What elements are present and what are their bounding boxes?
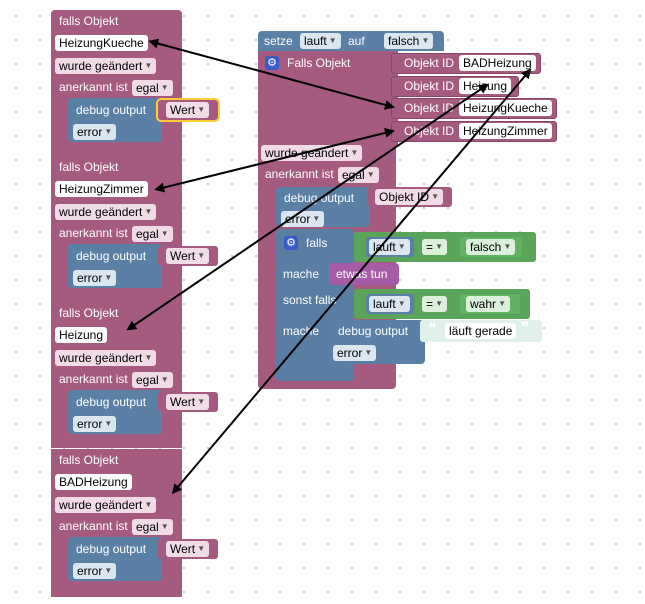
trigger-dropdown[interactable]: wurde geändert▼ — [55, 58, 157, 74]
event-header: falls Objekt — [59, 306, 119, 320]
ack-dropdown[interactable]: egal▼ — [132, 372, 173, 388]
quote-close-icon: ❞ — [521, 320, 530, 337]
object-field[interactable]: BADHeizung — [55, 474, 132, 490]
gear-icon[interactable]: ⚙ — [265, 56, 279, 70]
trigger-dropdown[interactable]: wurde geändert▼ — [55, 497, 157, 513]
level-dropdown[interactable]: error▼ — [73, 416, 117, 432]
value-dropdown[interactable]: Wert▼ — [166, 102, 210, 118]
objekt-id-label: Objekt ID — [404, 101, 455, 115]
gear-icon[interactable]: ⚙ — [284, 236, 298, 250]
do2-label: mache — [283, 324, 320, 338]
level-dropdown[interactable]: error▼ — [73, 563, 117, 579]
ack-dropdown[interactable]: egal▼ — [338, 167, 379, 183]
text-field[interactable]: läuft gerade — [445, 323, 517, 339]
value-dropdown[interactable]: Wert▼ — [166, 394, 210, 410]
set-label: setze — [264, 34, 293, 48]
falls-objekt-label: Falls Objekt — [287, 56, 351, 70]
ack-label: anerkannt ist — [265, 167, 334, 181]
debug-output-label: debug output — [76, 395, 147, 409]
level-2-dropdown[interactable]: error▼ — [333, 345, 377, 361]
set-variable-dropdown[interactable]: lauft▼ — [300, 33, 341, 49]
objekt-id-field[interactable]: BADHeizung — [459, 55, 536, 71]
objekt-id-label: Objekt ID — [404, 124, 455, 138]
object-field[interactable]: Heizung — [55, 327, 108, 343]
object-field[interactable]: HeizungZimmer — [55, 181, 148, 197]
do-block-label: etwas tun — [336, 267, 388, 281]
debug-output-2-label: debug output — [338, 324, 409, 338]
level-dropdown[interactable]: error▼ — [281, 211, 325, 227]
trigger-dropdown[interactable]: wurde geändert▼ — [55, 204, 157, 220]
trigger-dropdown[interactable]: wurde geändert▼ — [261, 145, 363, 161]
value-dropdown[interactable]: Wert▼ — [166, 541, 210, 557]
ack-dropdown[interactable]: egal▼ — [132, 80, 173, 96]
ack-dropdown[interactable]: egal▼ — [132, 226, 173, 242]
if-op-dropdown[interactable]: =▼ — [422, 239, 448, 255]
ack-label: anerkannt ist — [59, 519, 128, 533]
ack-label: anerkannt ist — [59, 80, 128, 94]
if-value-dropdown[interactable]: falsch▼ — [466, 239, 516, 255]
elseif-var-dropdown[interactable]: lauft▼ — [369, 296, 410, 312]
objekt-id-label: Objekt ID — [404, 79, 455, 93]
objekt-id-dropdown[interactable]: Objekt ID▼ — [375, 189, 444, 205]
objekt-id-field[interactable]: HeizungKueche — [459, 100, 552, 116]
event-header: falls Objekt — [59, 14, 119, 28]
event-header: falls Objekt — [59, 453, 119, 467]
if-var-dropdown[interactable]: lauft▼ — [369, 239, 410, 255]
elseif-op-dropdown[interactable]: =▼ — [422, 296, 448, 312]
objekt-id-label: Objekt ID — [404, 56, 455, 70]
elseif-label: sonst falls — [283, 293, 337, 307]
do-label: mache — [283, 267, 320, 281]
ack-dropdown[interactable]: egal▼ — [132, 519, 173, 535]
event-header: falls Objekt — [59, 160, 119, 174]
if-label: falls — [306, 236, 328, 250]
debug-output-label: debug output — [76, 542, 147, 556]
value-dropdown[interactable]: Wert▼ — [166, 248, 210, 264]
elseif-value-dropdown[interactable]: wahr▼ — [466, 296, 511, 312]
object-field[interactable]: HeizungKueche — [55, 35, 148, 51]
set-to-label: auf — [348, 34, 365, 48]
level-dropdown[interactable]: error▼ — [73, 270, 117, 286]
objekt-id-field[interactable]: Heizung — [459, 78, 512, 94]
debug-output-label: debug output — [76, 103, 147, 117]
level-dropdown[interactable]: error▼ — [73, 124, 117, 140]
ack-label: anerkannt ist — [59, 226, 128, 240]
objekt-id-field[interactable]: HeizungZimmer — [459, 123, 552, 139]
set-value-dropdown[interactable]: falsch▼ — [384, 33, 434, 49]
debug-output-label: debug output — [76, 249, 147, 263]
trigger-dropdown[interactable]: wurde geändert▼ — [55, 350, 157, 366]
debug-output-label: debug output — [284, 191, 355, 205]
ack-label: anerkannt ist — [59, 372, 128, 386]
quote-open-icon: ❝ — [428, 320, 437, 337]
